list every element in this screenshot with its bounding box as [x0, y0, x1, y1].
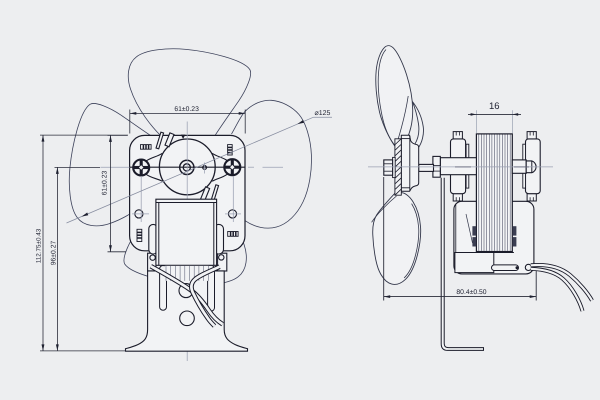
svg-text:16: 16 [489, 101, 500, 112]
svg-text:61±0.23: 61±0.23 [102, 171, 109, 196]
svg-text:61±0.23: 61±0.23 [174, 106, 199, 113]
svg-text:80.4±0.50: 80.4±0.50 [456, 289, 486, 296]
svg-text:96±0.27: 96±0.27 [50, 241, 57, 266]
svg-text:⌀125: ⌀125 [315, 110, 331, 117]
svg-text:112.75±0.43: 112.75±0.43 [36, 228, 43, 263]
